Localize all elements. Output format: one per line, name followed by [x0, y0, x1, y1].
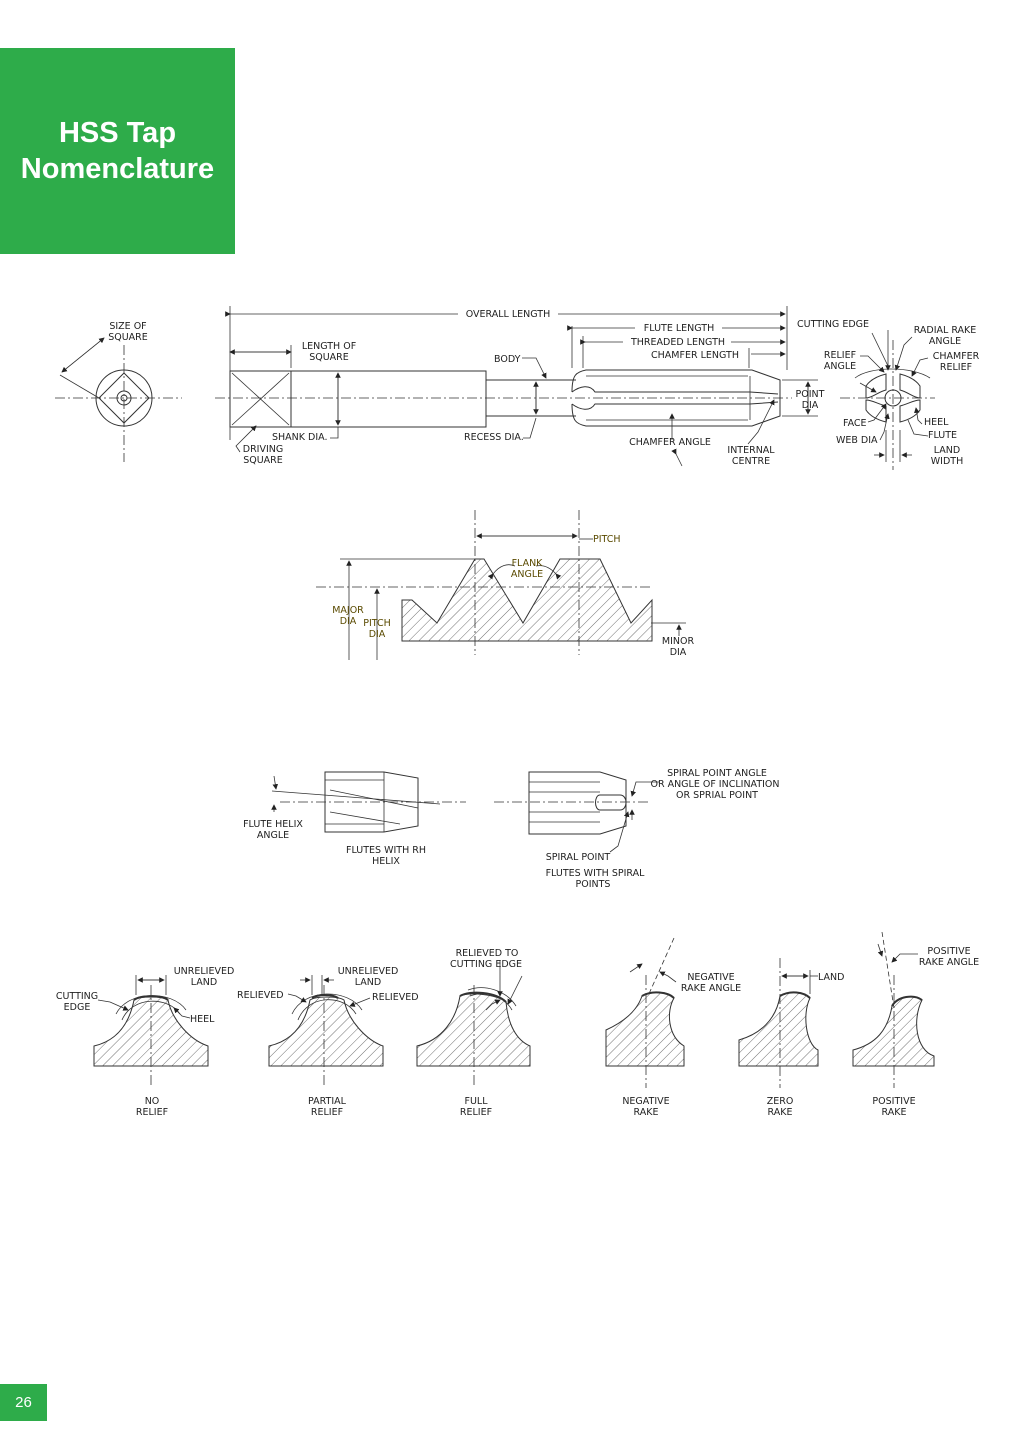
chamfer-relief-label-1: CHAMFER	[933, 351, 980, 362]
relieved-left-label: RELIEVED	[237, 990, 284, 1001]
positive-rake-label-2: RAKE	[882, 1107, 907, 1118]
unrelieved-land-1-label-1: UNRELIEVED	[174, 966, 235, 977]
unrelieved-land-1-label-2: LAND	[191, 977, 217, 988]
size-of-square-label-1: SIZE OF	[109, 321, 146, 332]
full-relief-profile	[416, 960, 531, 1088]
land-label: LAND	[818, 972, 844, 983]
threaded-length-label: THREADED LENGTH	[630, 337, 725, 348]
relief-angle-label-1: RELIEF	[824, 350, 856, 361]
unrelieved-land-2-label-1: UNRELIEVED	[338, 966, 399, 977]
partial-relief-label-2: RELIEF	[311, 1107, 343, 1118]
negative-rake-angle-label-1: NEGATIVE	[687, 972, 734, 983]
title-line-2: Nomenclature	[20, 153, 215, 185]
positive-rake-profile	[852, 931, 935, 1088]
relieved-right-label: RELIEVED	[372, 992, 419, 1003]
page-number-badge: 26	[0, 1384, 47, 1421]
driving-square-label-1: DRIVING	[243, 444, 284, 455]
negative-rake-angle-label-2: RAKE ANGLE	[681, 983, 741, 994]
no-relief-label-2: RELIEF	[136, 1107, 168, 1118]
zero-rake-label-1: ZERO	[767, 1096, 794, 1107]
flutes-with-rh-helix-label-1: FLUTES WITH RH	[346, 845, 426, 856]
page-number: 26	[15, 1394, 32, 1411]
recess-dia-label: RECESS DIA.	[464, 432, 524, 443]
flutes-with-rh-helix-label-2: HELIX	[372, 856, 400, 867]
pitch-label: PITCH	[593, 534, 621, 545]
no-relief-label-1: NO	[145, 1096, 160, 1107]
radial-rake-angle-label-1: RADIAL RAKE	[914, 325, 977, 336]
overall-length-label: OVERALL LENGTH	[466, 309, 551, 320]
face-label: FACE	[843, 418, 867, 429]
flute-length-label: FLUTE LENGTH	[644, 323, 714, 334]
flute-label: FLUTE	[928, 430, 957, 441]
flutes-with-spiral-points-label-2: POINTS	[576, 879, 611, 890]
chamfer-length-label: CHAMFER LENGTH	[651, 350, 739, 361]
minor-dia-label-1: MINOR	[662, 636, 695, 647]
relieved-to-cutting-edge-label-1: RELIEVED TO	[456, 948, 519, 959]
land-width-label-2: WIDTH	[931, 456, 963, 467]
length-of-square-label-2: SQUARE	[309, 352, 349, 363]
partial-relief-label-1: PARTIAL	[308, 1096, 347, 1107]
partial-relief-profile	[268, 975, 384, 1088]
positive-rake-label-1: POSITIVE	[872, 1096, 915, 1107]
cutting-edge-label: CUTTING EDGE	[797, 319, 869, 330]
title-line-1: HSS Tap	[58, 117, 177, 149]
web-dia-label: WEB DIA	[836, 435, 878, 446]
flute-helix-angle-label-1: FLUTE HELIX	[243, 819, 303, 830]
tap-cross-section	[840, 330, 935, 470]
land-width-label-1: LAND	[934, 445, 960, 456]
heel-label-relief: HEEL	[190, 1014, 215, 1025]
point-dia-label-2: DIA	[802, 400, 819, 411]
internal-centre-label-2: CENTRE	[732, 456, 770, 467]
relieved-to-cutting-edge-label-2: CUTTING EDGE	[450, 959, 522, 970]
length-of-square-label-1: LENGTH OF	[302, 341, 356, 352]
cutting-edge-label-relief-2: EDGE	[64, 1002, 91, 1013]
full-relief-label-1: FULL	[464, 1096, 488, 1107]
spiral-point-label: SPIRAL POINT	[546, 852, 611, 863]
spiral-point-angle-label-2: OR ANGLE OF INCLINATION	[650, 779, 779, 790]
cutting-edge-label-relief-1: CUTTING	[56, 991, 98, 1002]
positive-rake-angle-label-1: POSITIVE	[927, 946, 970, 957]
shank-dia-label: SHANK DIA.	[272, 432, 328, 443]
radial-rake-angle-label-2: ANGLE	[929, 336, 961, 347]
flank-angle-label-1: FLANK	[512, 558, 544, 569]
full-relief-label-2: RELIEF	[460, 1107, 492, 1118]
driving-square-label-2: SQUARE	[243, 455, 283, 466]
pitch-dia-label-1: PITCH	[363, 618, 391, 629]
major-dia-label-2: DIA	[340, 616, 357, 627]
tap-end-view	[55, 337, 182, 462]
point-dia-label-1: POINT	[796, 389, 825, 400]
zero-rake-label-2: RAKE	[768, 1107, 793, 1118]
page-title: HSS Tap Nomenclature	[21, 115, 214, 187]
chamfer-relief-label-2: RELIEF	[940, 362, 972, 373]
spiral-point-angle-label-1: SPIRAL POINT ANGLE	[667, 768, 767, 779]
unrelieved-land-2-label-2: LAND	[355, 977, 381, 988]
body-label: BODY	[494, 354, 521, 365]
spiral-point-view	[494, 771, 660, 853]
flute-helix-view	[271, 771, 466, 833]
negative-rake-profile	[605, 937, 685, 1088]
relief-angle-label-2: ANGLE	[824, 361, 856, 372]
chamfer-angle-label: CHAMFER ANGLE	[629, 437, 711, 448]
title-block: HSS Tap Nomenclature	[0, 48, 235, 254]
pitch-dia-label-2: DIA	[369, 629, 386, 640]
heel-label: HEEL	[924, 417, 949, 428]
flute-helix-angle-label-2: ANGLE	[257, 830, 289, 841]
zero-rake-profile	[738, 958, 819, 1088]
negative-rake-label-2: RAKE	[634, 1107, 659, 1118]
size-of-square-label-2: SQUARE	[108, 332, 148, 343]
tap-side-view	[215, 306, 818, 467]
thread-profile	[316, 510, 686, 660]
flutes-with-spiral-points-label-1: FLUTES WITH SPIRAL	[546, 868, 646, 879]
no-relief-profile	[93, 975, 209, 1088]
internal-centre-label-1: INTERNAL	[727, 445, 775, 456]
positive-rake-angle-label-2: RAKE ANGLE	[919, 957, 979, 968]
major-dia-label-1: MAJOR	[332, 605, 364, 616]
negative-rake-label-1: NEGATIVE	[622, 1096, 669, 1107]
flank-angle-label-2: ANGLE	[511, 569, 543, 580]
spiral-point-angle-label-3: OR SPRIAL POINT	[676, 790, 758, 801]
minor-dia-label-2: DIA	[670, 647, 687, 658]
